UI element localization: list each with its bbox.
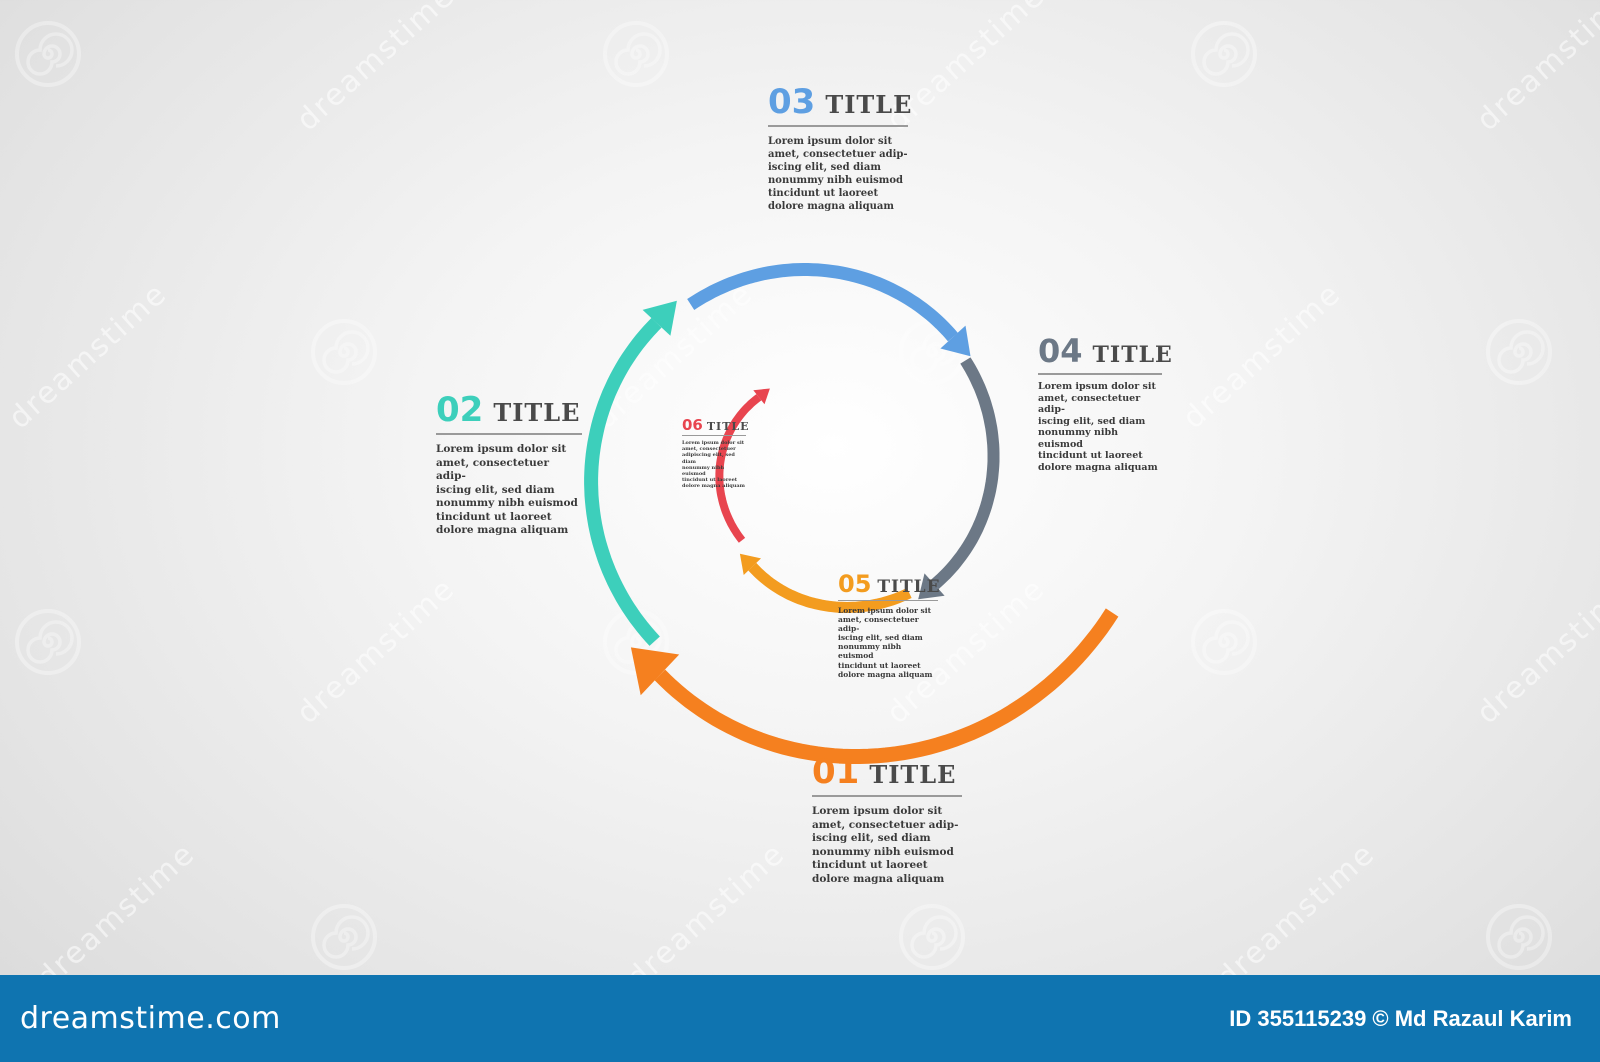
watermark-spiral-icon <box>311 904 377 970</box>
spiral-arrow-diagram <box>584 263 1119 764</box>
step-04-text: Lorem ipsum dolor sit amet, consectetuer… <box>1038 381 1158 473</box>
arrow-step-04-shaft <box>930 357 1000 590</box>
step-05-block: 05 TITLE Lorem ipsum dolor sit amet, con… <box>838 570 941 679</box>
watermark-spiral-icon <box>603 21 669 87</box>
watermark-spiral-icon <box>1191 21 1257 87</box>
arrow-step-04-arrowhead <box>918 573 945 600</box>
step-03-title: TITLE <box>825 90 913 119</box>
step-02-number: 02 <box>436 390 484 430</box>
arrow-step-05-arrowhead <box>739 553 761 575</box>
arrow-step-06 <box>715 388 770 543</box>
arrow-step-02-arrowhead <box>642 300 677 336</box>
step-05-number: 05 <box>838 570 872 598</box>
step-04-heading: 04 TITLE <box>1038 332 1172 375</box>
watermark-spiral-icon <box>311 319 377 385</box>
watermark-spiral-icon <box>15 21 81 87</box>
step-03-number: 03 <box>768 82 816 122</box>
step-05-text: Lorem ipsum dolor sit amet, consectetuer… <box>838 606 933 679</box>
step-02-heading: 02 TITLE <box>436 390 582 435</box>
step-03-heading: 03 TITLE <box>768 82 911 127</box>
watermark-spiral-icon <box>1191 609 1257 675</box>
step-04-block: 04 TITLE Lorem ipsum dolor sit amet, con… <box>1038 332 1172 473</box>
arrow-step-04 <box>918 357 1000 600</box>
step-03-text: Lorem ipsum dolor sit amet, consectetuer… <box>768 136 908 212</box>
step-03-block: 03 TITLE Lorem ipsum dolor sit amet, con… <box>768 82 911 213</box>
arrow-step-05 <box>739 553 912 614</box>
step-02-block: 02 TITLE Lorem ipsum dolor sit amet, con… <box>436 390 582 538</box>
arrow-step-06-shaft <box>715 394 762 543</box>
step-06-number: 06 <box>682 416 703 434</box>
step-02-title: TITLE <box>493 398 581 427</box>
arrow-step-02-shaft <box>584 317 662 646</box>
watermark-spiral-icon <box>899 904 965 970</box>
arrow-step-02 <box>584 300 677 646</box>
step-06-title: TITLE <box>706 420 750 433</box>
step-01-heading: 01 TITLE <box>812 752 962 797</box>
watermark-spiral-icon <box>15 609 81 675</box>
watermark-spiral-icon <box>1486 319 1552 385</box>
arrow-step-01-shaft <box>654 608 1119 764</box>
footer-credit: ID 355115239 © Md Razaul Karim <box>1229 1005 1572 1031</box>
watermark-spiral-icon <box>1486 904 1552 970</box>
step-01-block: 01 TITLE Lorem ipsum dolor sit amet, con… <box>812 752 962 886</box>
arrow-step-06-arrowhead <box>753 388 770 405</box>
step-05-heading: 05 TITLE <box>838 570 941 601</box>
step-04-number: 04 <box>1038 332 1083 370</box>
step-01-title: TITLE <box>869 760 957 789</box>
step-05-title: TITLE <box>877 577 941 597</box>
footer-brand[interactable]: dreamstime.com <box>20 1001 281 1036</box>
step-04-title: TITLE <box>1092 342 1173 368</box>
arrow-step-01 <box>630 608 1119 764</box>
step-01-number: 01 <box>812 752 860 792</box>
step-02-text: Lorem ipsum dolor sit amet, consectetuer… <box>436 443 578 536</box>
step-06-block: 06 TITLE Lorem ipsum dolor sit amet, con… <box>682 416 749 490</box>
arrow-step-01-arrowhead <box>630 647 680 696</box>
step-06-text: Lorem ipsum dolor sit amet, consectetuer… <box>682 440 745 490</box>
arrow-step-03 <box>687 263 971 357</box>
footer-bar: dreamstime.com ID 355115239 © Md Razaul … <box>0 975 1600 1062</box>
arrow-step-05-shaft <box>748 562 912 614</box>
step-06-heading: 06 TITLE <box>682 416 749 436</box>
step-01-text: Lorem ipsum dolor sit amet, consectetuer… <box>812 805 959 885</box>
arrow-step-03-arrowhead <box>940 325 971 357</box>
arrow-step-03-shaft <box>687 263 958 342</box>
